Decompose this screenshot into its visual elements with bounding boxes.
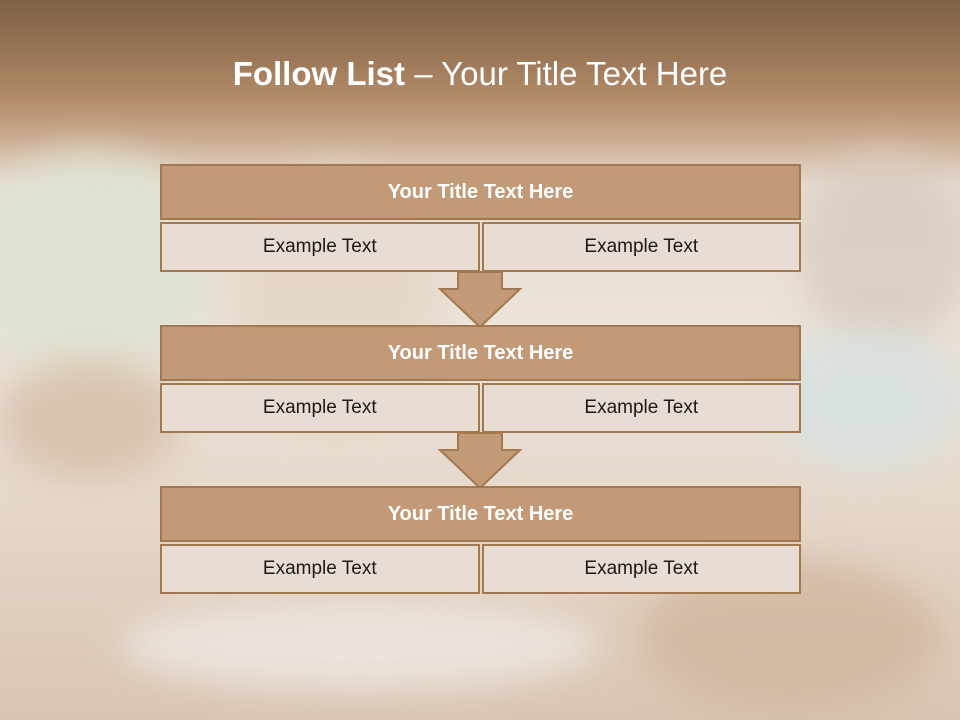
block-cell-left: Example Text	[160, 222, 480, 272]
list-block-1: Your Title Text Here Example Text Exampl…	[160, 164, 801, 272]
background-photo-blur-4	[770, 330, 960, 470]
background-photo-blur-6	[120, 600, 600, 690]
block-title: Your Title Text Here	[160, 325, 801, 381]
block-row: Example Text Example Text	[160, 383, 801, 433]
block-row: Example Text Example Text	[160, 544, 801, 594]
down-arrow-icon	[438, 432, 522, 490]
block-cell-right: Example Text	[481, 383, 801, 433]
title-rest: – Your Title Text Here	[414, 55, 728, 92]
slide-title: Follow List – Your Title Text Here	[0, 55, 960, 93]
background-photo-blur-5	[0, 360, 180, 480]
block-title: Your Title Text Here	[160, 486, 801, 542]
block-row: Example Text Example Text	[160, 222, 801, 272]
title-bold: Follow List	[232, 55, 406, 92]
block-cell-left: Example Text	[160, 383, 480, 433]
block-title: Your Title Text Here	[160, 164, 801, 220]
background-photo-blur-3	[800, 150, 960, 350]
down-arrow-icon	[438, 271, 522, 329]
block-cell-right: Example Text	[481, 222, 801, 272]
list-block-2: Your Title Text Here Example Text Exampl…	[160, 325, 801, 433]
block-cell-left: Example Text	[160, 544, 480, 594]
list-block-3: Your Title Text Here Example Text Exampl…	[160, 486, 801, 594]
block-cell-right: Example Text	[481, 544, 801, 594]
